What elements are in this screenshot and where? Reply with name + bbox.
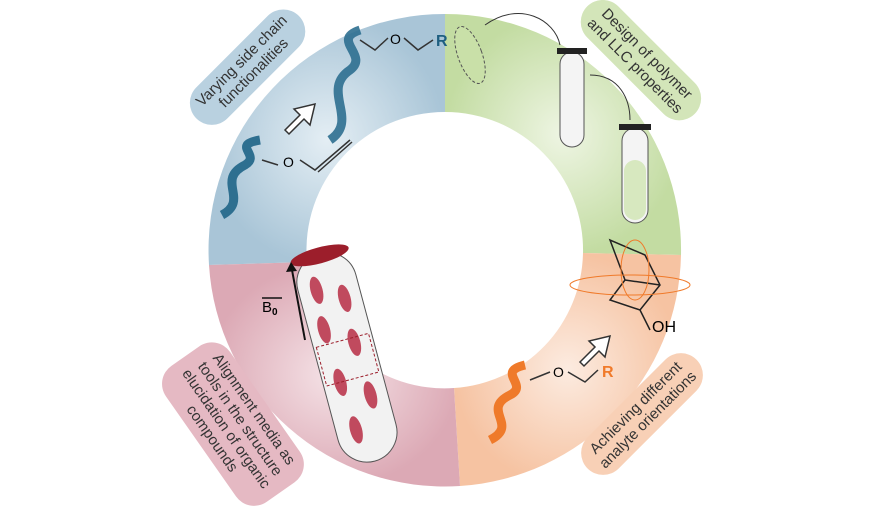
alkyne-chain (261, 139, 353, 173)
test-tube-empty (559, 51, 585, 148)
side-chain-bottom (529, 369, 599, 383)
arrow-up-right-icon (283, 102, 317, 136)
rotation-arrow-vertical (620, 239, 650, 301)
polymer-helix-green (454, 26, 486, 84)
curved-arrow-2 (589, 74, 631, 121)
helix-top (327, 25, 362, 144)
helix-alkyne (219, 135, 261, 219)
side-chain-top (359, 37, 434, 51)
alignment-tube (290, 244, 398, 463)
helix-orange (487, 360, 527, 445)
b0-arrowhead (286, 262, 297, 272)
ring-segment-blue (208, 13, 445, 265)
tube-cap-1 (557, 48, 587, 54)
oxygen-bottom: O (553, 364, 564, 380)
curved-arrow-1 (484, 13, 561, 46)
r-group-top: R (436, 33, 448, 50)
r-group-bottom: R (602, 364, 614, 381)
rotation-arrow-horizontal (569, 274, 691, 296)
ring-segment-orange (454, 253, 681, 486)
b0-arrow (291, 269, 306, 341)
tube-cap-2 (619, 124, 651, 130)
diagram-canvas: O R O OH O R B0 (208, 13, 691, 487)
hydroxyl-label: OH (652, 319, 676, 336)
oxygen-top: O (390, 31, 401, 47)
oxygen-alkyne: O (283, 154, 294, 170)
arrow-up-right-icon-2 (578, 334, 612, 368)
analyte-molecule (608, 238, 661, 331)
b0-label: B0 (262, 299, 278, 318)
lc-phase (624, 160, 646, 220)
